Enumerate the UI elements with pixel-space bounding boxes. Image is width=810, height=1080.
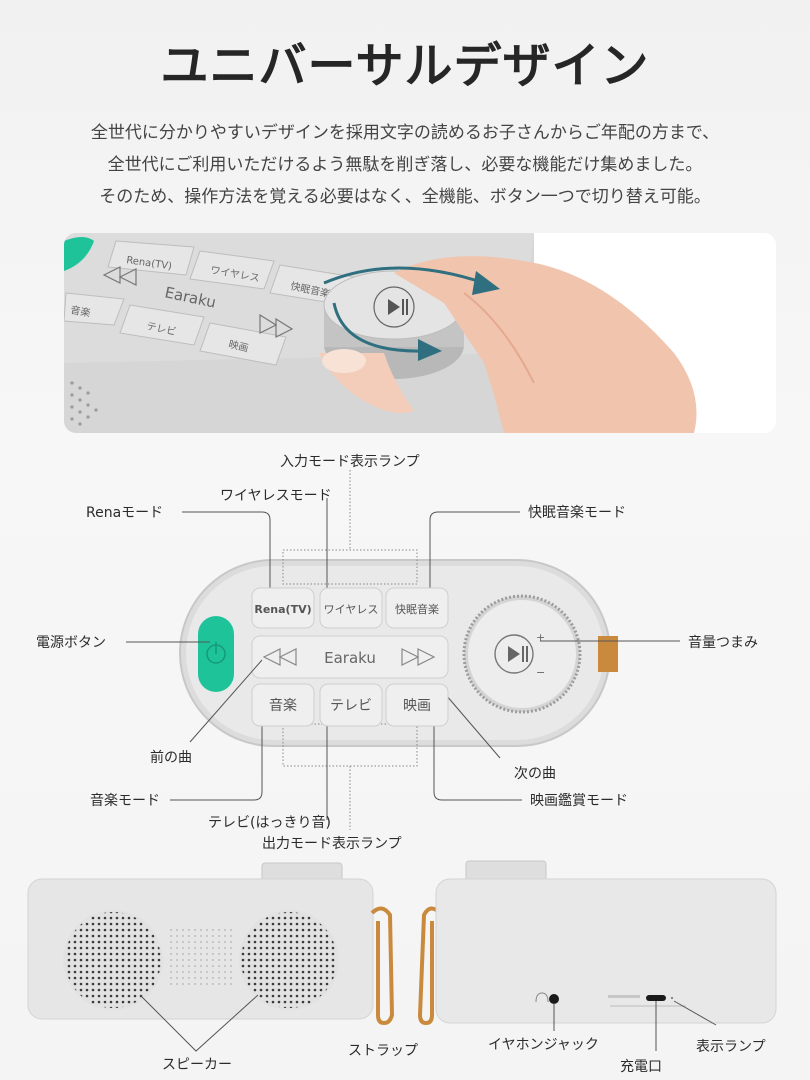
svg-text:映画: 映画 bbox=[403, 698, 431, 714]
svg-text:Rena(TV): Rena(TV) bbox=[254, 603, 311, 616]
strap-tab bbox=[598, 636, 618, 672]
label-speaker: スピーカー bbox=[162, 1057, 232, 1073]
label-power-button: 電源ボタン bbox=[36, 635, 106, 651]
speaker-left-grill bbox=[63, 910, 163, 1010]
svg-text:音楽: 音楽 bbox=[269, 697, 297, 714]
svg-text:テレビ: テレビ bbox=[330, 698, 372, 714]
label-charge-port: 充電口 bbox=[620, 1059, 662, 1075]
next-icon bbox=[401, 648, 420, 666]
label-output-lamp: 出力モード表示ランプ bbox=[262, 836, 402, 852]
label-earphone-jack: イヤホンジャック bbox=[488, 1037, 599, 1053]
label-tv-mode: テレビ(はっきり音) bbox=[208, 814, 331, 831]
rotate-arrow-top bbox=[323, 266, 485, 285]
label-rena-mode: Renaモード bbox=[86, 505, 163, 521]
intro-line-1: 全世代に分かりやすいデザインを採用文字の読めるお子さんからご年配の方まで、 bbox=[90, 123, 720, 143]
label-volume-knob: 音量つまみ bbox=[688, 634, 758, 651]
transport-key bbox=[251, 635, 449, 679]
label-wireless-mode: ワイヤレスモード bbox=[220, 488, 332, 504]
label-music-mode: 音楽モード bbox=[90, 792, 160, 809]
key-tv bbox=[319, 683, 383, 727]
svg-text:+: + bbox=[536, 631, 545, 644]
strap-left bbox=[370, 906, 395, 1026]
svg-text:−: − bbox=[536, 666, 545, 679]
strap-right bbox=[417, 906, 442, 1026]
label-indicator-lamp: 表示ランプ bbox=[696, 1039, 766, 1055]
key-music bbox=[251, 683, 315, 727]
svg-text:映画: 映画 bbox=[227, 338, 249, 354]
device-side-views: スピーカー ストラップ イヤホンジャック 充電口 表示ランプ bbox=[27, 860, 777, 1075]
label-prev-track: 前の曲 bbox=[150, 749, 192, 766]
play-pause-icon bbox=[508, 646, 520, 662]
key-sleep-music bbox=[385, 587, 449, 629]
label-next-track: 次の曲 bbox=[514, 766, 556, 782]
svg-text:音楽: 音楽 bbox=[69, 303, 91, 319]
intro-line-3: そのため、操作方法を覚える必要はなく、全機能、ボタン一つで切り替え可能。 bbox=[99, 187, 711, 207]
key-movie bbox=[385, 683, 449, 727]
charge-port bbox=[646, 995, 666, 1001]
device-diagram: Earaku + − Rena(TV) ワイヤレス 快眠音楽 音楽 テレ bbox=[36, 454, 758, 852]
intro-line-2: 全世代にご利用いただけるよう無駄を削ぎ落し、必要な機能だけ集めました。 bbox=[107, 155, 703, 175]
device-back bbox=[435, 878, 777, 1024]
page-title: ユニバーサルデザイン bbox=[160, 38, 650, 94]
power-button-corner bbox=[64, 237, 94, 271]
headphone-icon bbox=[535, 992, 549, 1003]
key-wireless bbox=[319, 587, 383, 629]
svg-text:ワイヤレス: ワイヤレス bbox=[324, 603, 379, 616]
speaker-right-grill bbox=[239, 910, 339, 1010]
earphone-jack bbox=[549, 994, 559, 1004]
brand-logo: Earaku bbox=[324, 649, 376, 667]
label-strap: ストラップ bbox=[348, 1043, 418, 1059]
label-movie-mode: 映画鑑賞モード bbox=[530, 792, 628, 809]
key-rena-tv bbox=[251, 587, 315, 629]
label-sleep-mode: 快眠音楽モード bbox=[528, 504, 626, 521]
label-input-lamp: 入力モード表示ランプ bbox=[280, 454, 420, 470]
device-top-illustration: Rena(TV) ワイヤレス 快眠音楽 音楽 テレビ 映画 Earaku bbox=[64, 233, 697, 433]
indicator-lamp-dot bbox=[671, 997, 673, 999]
rotate-arrow-bottom bbox=[332, 302, 425, 353]
svg-text:快眠音楽: 快眠音楽 bbox=[395, 602, 439, 616]
product-photo-hand-knob: Rena(TV) ワイヤレス 快眠音楽 音楽 テレビ 映画 Earaku bbox=[64, 233, 776, 433]
